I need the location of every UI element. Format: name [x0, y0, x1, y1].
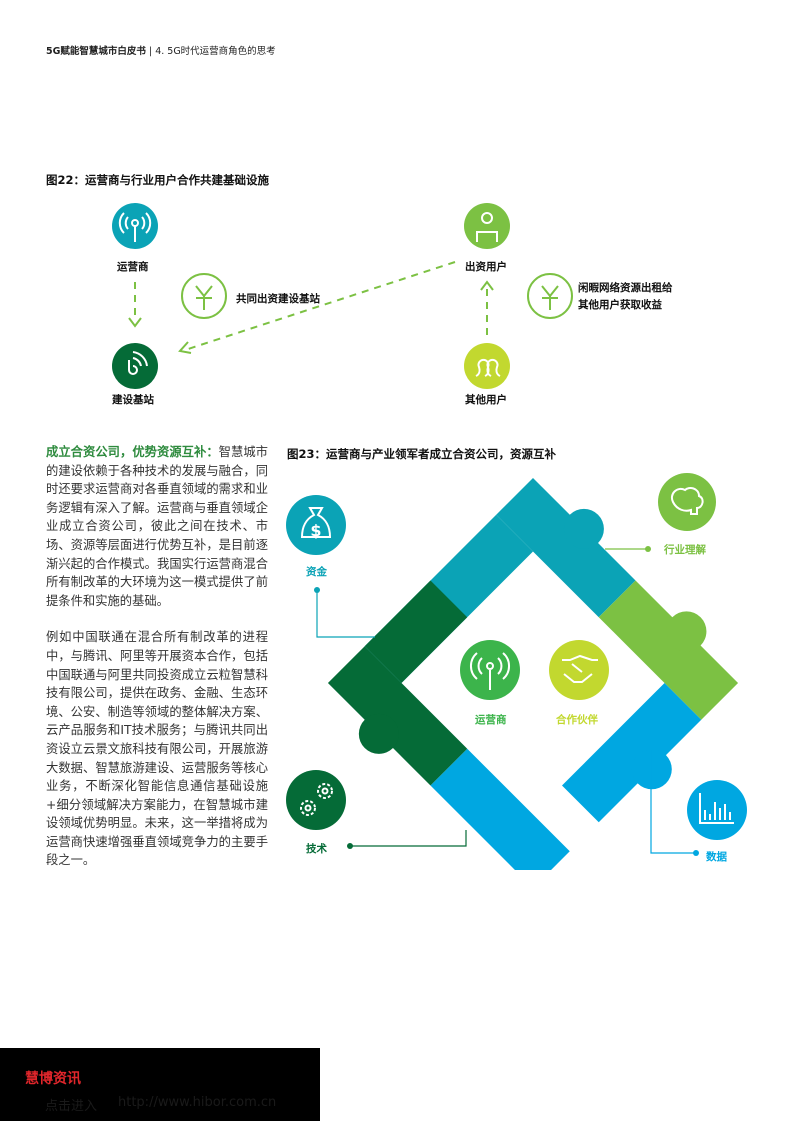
bar-chart-icon	[687, 780, 747, 840]
antenna-icon	[460, 640, 520, 700]
paragraph-2: 例如中国联通在混合所有制改革的进程中，与腾讯、阿里等开展资本合作，包括中国联通与…	[46, 630, 268, 868]
signal-icon	[112, 343, 158, 389]
figure-22-diagram	[112, 203, 573, 389]
figure-23-diagram: $	[286, 473, 747, 870]
handshake-icon	[549, 640, 609, 700]
node-investor: 出资用户	[465, 261, 507, 273]
money-bag-icon: $	[286, 495, 346, 555]
footer-url[interactable]: http://www.hibor.com.cn	[118, 1095, 277, 1110]
page-header: 5G赋能智慧城市白皮书 | 4. 5G时代运营商角色的思考	[46, 43, 276, 57]
figure-22-title: 图22：运营商与行业用户合作共建基础设施	[46, 173, 270, 187]
section-title: 4. 5G时代运营商角色的思考	[155, 46, 276, 57]
yen-icon	[527, 273, 573, 319]
arrow-diagonal	[184, 261, 456, 351]
antenna-icon	[112, 203, 158, 249]
gears-icon	[286, 770, 346, 830]
label-industry: 行业理解	[664, 544, 706, 556]
puzzle-piece-industry	[598, 580, 739, 720]
puzzle-piece-capital	[496, 477, 636, 618]
puzzle-piece-tech	[327, 646, 468, 786]
node-base-station: 建设基站	[112, 394, 154, 406]
paragraph-1: 智慧城市的建设依赖于各种技术的发展与融合，同时还要求运营商对各垂直领域的需求和业…	[46, 445, 268, 608]
footer-banner: 慧博资讯 点击进入 http://www.hibor.com.cn	[0, 1048, 320, 1121]
label-data: 数据	[706, 851, 727, 863]
node-operator: 运营商	[117, 261, 149, 273]
body-text: 成立合资公司，优势资源互补：智慧城市的建设依赖于各种技术的发展与融合，同时还要求…	[46, 443, 268, 888]
user-icon	[464, 203, 510, 249]
brain-icon	[658, 473, 716, 531]
label-partner: 合作伙伴	[556, 714, 598, 726]
puzzle-piece-data	[561, 682, 702, 823]
users-icon	[464, 343, 510, 389]
footer-link-label[interactable]: 点击进入	[45, 1099, 98, 1114]
paragraph-heading: 成立合资公司，优势资源互补：	[46, 445, 219, 459]
label-operator: 运营商	[475, 714, 507, 726]
svg-text:$: $	[310, 521, 321, 540]
separator: |	[148, 46, 153, 57]
node-other-users: 其他用户	[465, 394, 507, 406]
footer-brand: 慧博资讯	[25, 1071, 81, 1087]
note-co-invest: 共同出资建设基站	[236, 293, 320, 305]
note-lease-2: 其他用户获取收益	[578, 299, 662, 311]
yen-icon	[181, 273, 227, 319]
figure-23-title: 图23：运营商与产业领军者成立合资公司，资源互补	[287, 447, 557, 461]
label-capital: 资金	[306, 566, 327, 578]
puzzle	[327, 477, 739, 870]
label-tech: 技术	[306, 843, 327, 855]
doc-title: 5G赋能智慧城市白皮书	[46, 46, 146, 57]
note-lease-1: 闲暇网络资源出租给	[578, 282, 673, 294]
